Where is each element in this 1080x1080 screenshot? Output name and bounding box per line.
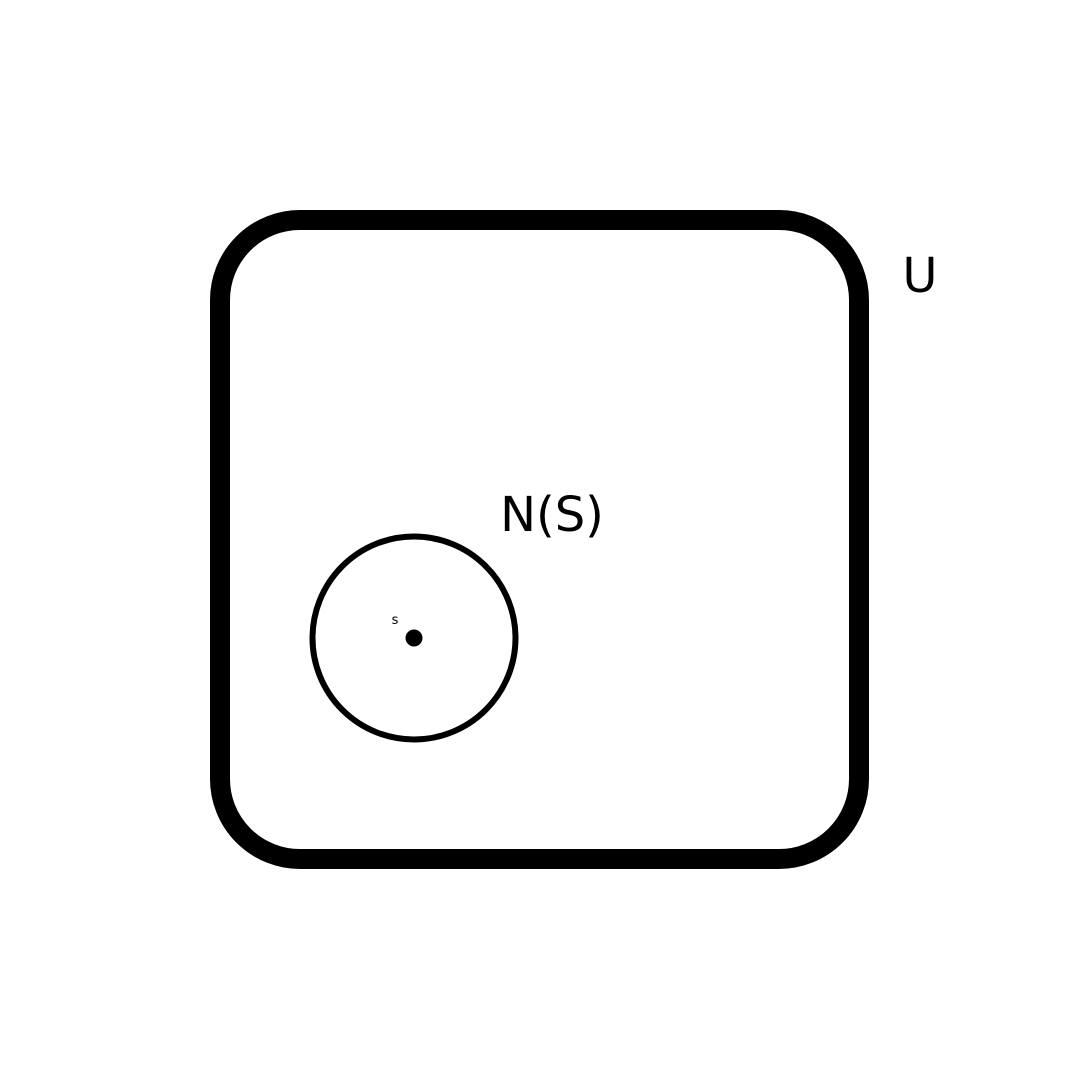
universe-boundary: [210, 210, 869, 869]
neighborhood-label: N(S): [500, 487, 604, 543]
point-s-label: s: [392, 613, 399, 628]
neighborhood-circle: [309, 533, 519, 743]
universe-label: U: [902, 248, 937, 304]
point-s-dot: [405, 629, 423, 647]
